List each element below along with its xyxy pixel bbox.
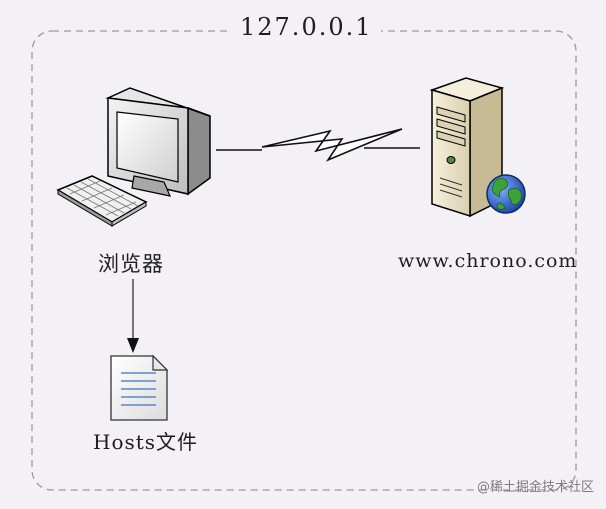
hosts-file-label: Hosts文件 (93, 430, 199, 454)
boundary-title: 127.0.0.1 (232, 13, 381, 41)
network-link (216, 128, 420, 162)
arrow-browser-to-hosts (127, 279, 139, 353)
watermark: @稀土掘金技术社区 (476, 480, 594, 495)
globe-icon (486, 174, 526, 214)
desktop-computer-icon (56, 87, 211, 227)
browser-label: 浏览器 (98, 252, 164, 276)
document-icon (110, 354, 169, 421)
server-label: www.chrono.com (398, 250, 578, 272)
